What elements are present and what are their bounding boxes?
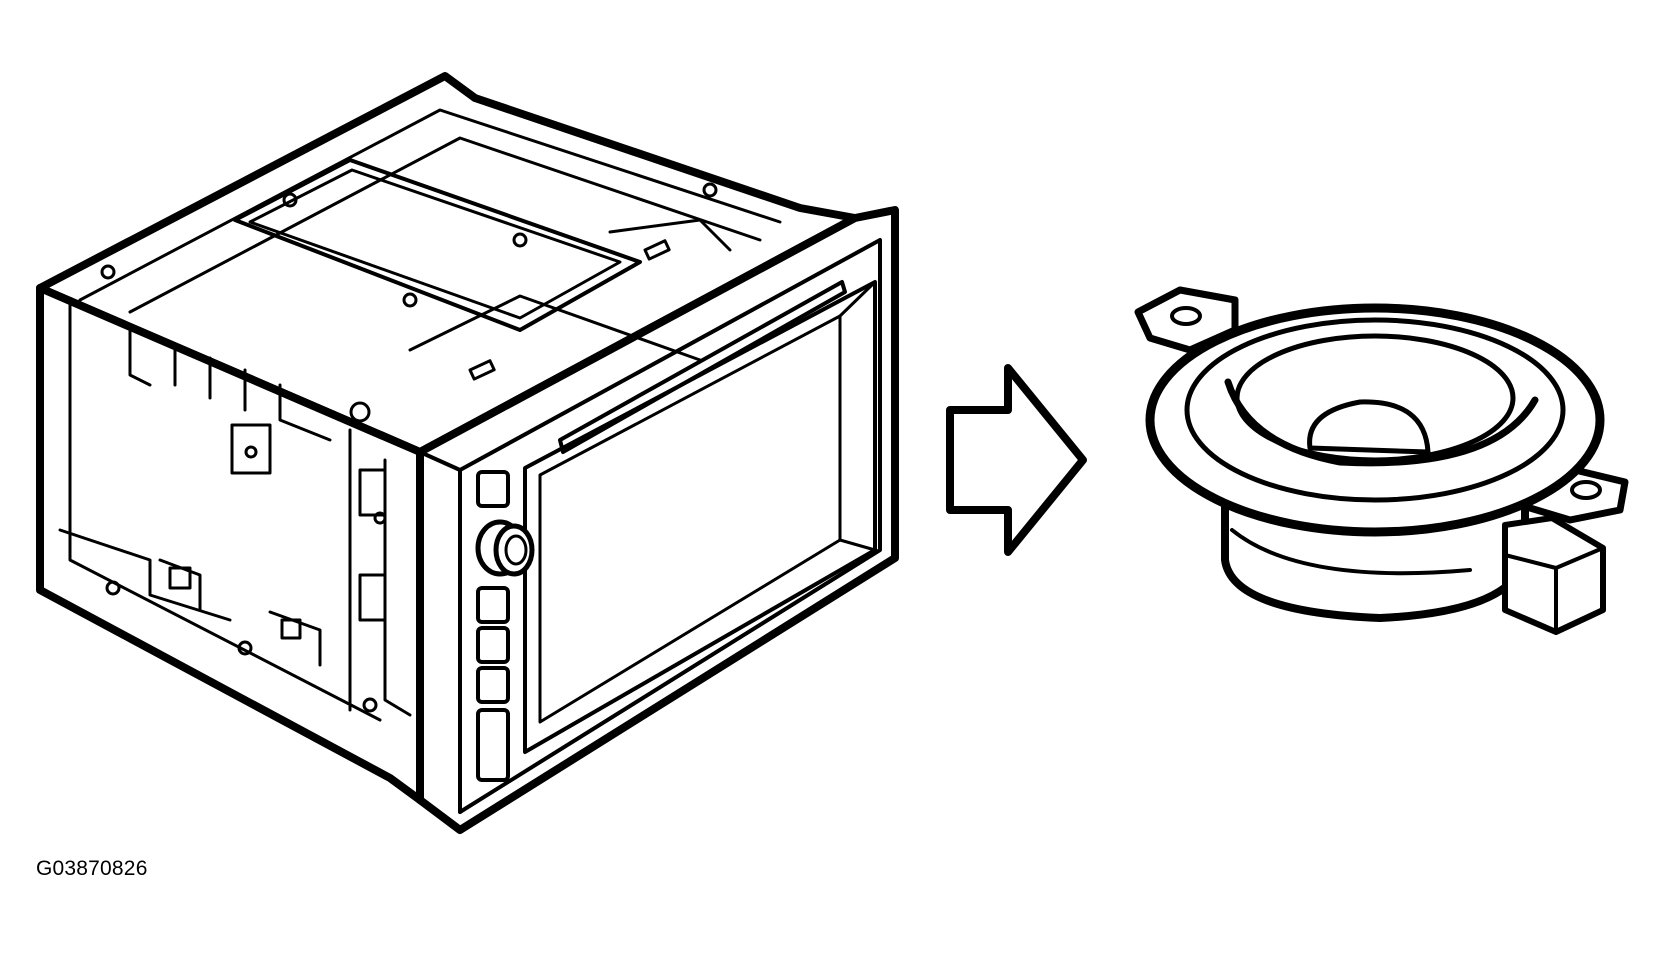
speaker: [1134, 286, 1629, 635]
radio-head-unit: [36, 72, 899, 834]
button-2: [476, 626, 510, 664]
figure-id-label: G03870826: [36, 857, 148, 880]
volume-knob: [475, 519, 535, 577]
button-bottom: [476, 708, 510, 782]
button-top: [476, 470, 510, 508]
arrow-right-icon: [946, 364, 1087, 556]
button-3: [476, 666, 510, 704]
dust-cap: [1307, 399, 1431, 455]
button-1: [476, 586, 510, 624]
disc-slot: [558, 280, 847, 454]
